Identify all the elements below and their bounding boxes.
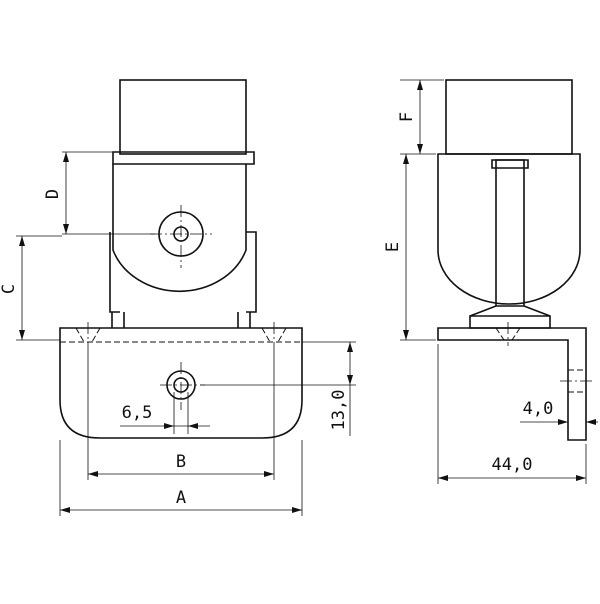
dim-label-c: C bbox=[0, 284, 19, 294]
front-tube bbox=[119, 79, 247, 155]
side-hidden-holes bbox=[495, 327, 586, 393]
dim-label-e: E bbox=[383, 242, 403, 252]
dimension-lines bbox=[16, 79, 598, 516]
dim-label-hole: 6,5 bbox=[122, 403, 153, 423]
front-view bbox=[59, 79, 303, 439]
front-left-lug bbox=[109, 232, 120, 313]
dim-label-d: D bbox=[43, 189, 63, 199]
base-countersinks bbox=[75, 327, 287, 343]
dim-label-thickness: 4,0 bbox=[523, 399, 554, 419]
side-l-bracket bbox=[437, 327, 587, 441]
side-fin-cap bbox=[491, 159, 529, 169]
base-plate bbox=[59, 327, 303, 439]
side-view bbox=[437, 79, 592, 441]
dim-label-hole-height: 13,0 bbox=[329, 390, 349, 431]
dimension-labels: D C B A 6,5 13,0 F E 4,0 44,0 bbox=[0, 112, 553, 508]
side-tube bbox=[445, 79, 573, 155]
side-fin-fillet bbox=[469, 305, 551, 317]
front-legs bbox=[111, 312, 251, 328]
front-rounded-body bbox=[112, 164, 247, 293]
dim-label-b: B bbox=[176, 452, 186, 472]
front-right-lug bbox=[246, 231, 257, 313]
dim-label-a: A bbox=[176, 488, 186, 508]
side-body bbox=[437, 153, 581, 305]
side-fin-base bbox=[469, 315, 551, 329]
side-fin bbox=[495, 159, 525, 307]
dim-label-f: F bbox=[397, 112, 417, 122]
dim-label-depth: 44,0 bbox=[492, 455, 533, 475]
front-collar bbox=[112, 151, 255, 165]
